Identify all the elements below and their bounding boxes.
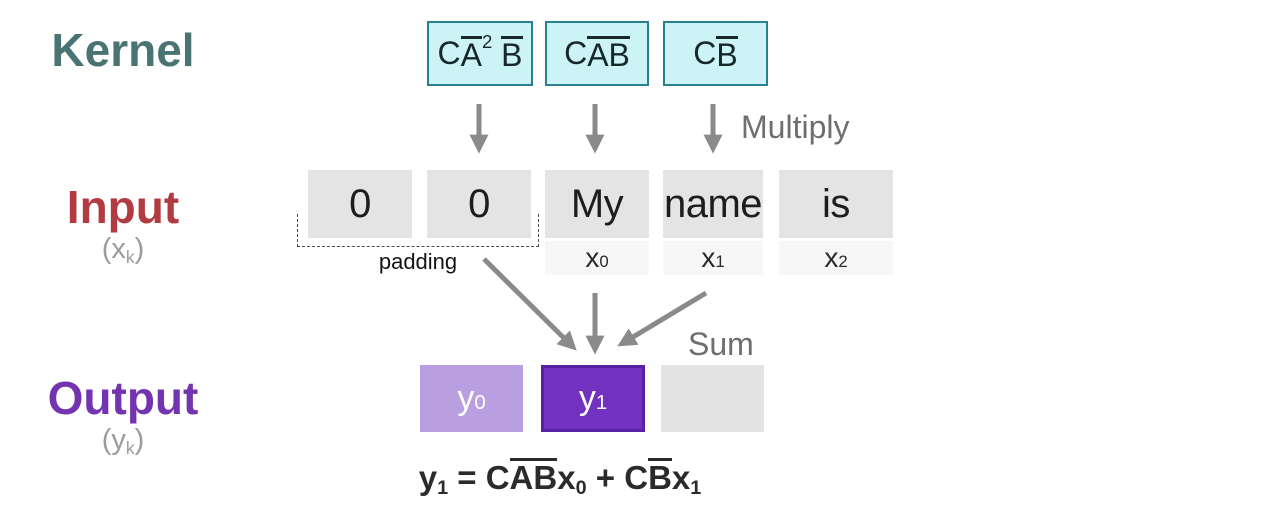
output-index-notation: (yk) <box>101 424 145 458</box>
input-cell-2: My <box>545 170 649 238</box>
padding-label: padding <box>378 249 458 274</box>
input-cell-0: 0 <box>308 170 412 238</box>
output-cell-empty <box>661 365 764 432</box>
sum-label: Sum <box>688 326 754 362</box>
output-formula: y1 = CABx0 + CBx1 <box>418 458 702 500</box>
padding-bracket <box>297 214 539 247</box>
multiply-label: Multiply <box>741 109 850 145</box>
input-index-notation: (xk) <box>101 233 145 267</box>
output-section-title: Output <box>47 372 199 424</box>
input-section-title: Input <box>66 181 180 233</box>
input-cell-4: is <box>779 170 893 238</box>
input-cell-3: name <box>663 170 763 238</box>
input-cell-1: 0 <box>427 170 531 238</box>
kernel-section-title: Kernel <box>51 24 195 76</box>
